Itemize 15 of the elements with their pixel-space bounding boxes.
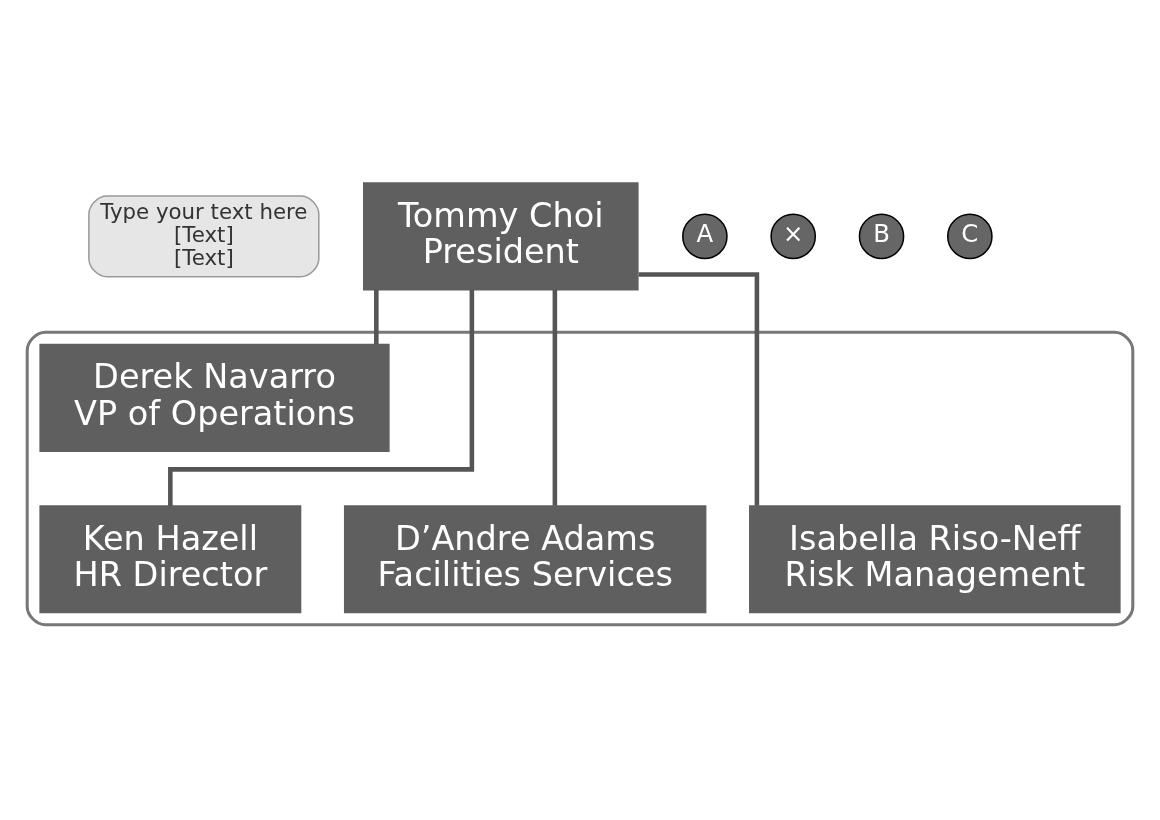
connector (374, 289, 379, 344)
node-box: Type your text here [Text] [Text] (88, 195, 320, 278)
node-box: Ken Hazell HR Director (39, 505, 302, 614)
node-box: Derek Navarro VP of Operations (39, 343, 390, 452)
connector (638, 272, 760, 506)
label: × (782, 219, 804, 249)
label: C (961, 219, 979, 249)
connector (168, 289, 475, 506)
node-box: D’Andre Adams Facilities Services (343, 505, 707, 614)
connector (552, 289, 558, 506)
cluster (25, 330, 1135, 627)
label: A (696, 219, 714, 249)
node-box: Tommy Choi President (363, 182, 639, 291)
label: B (873, 219, 890, 249)
node-box: Isabella Riso-Neff Risk Management (749, 505, 1121, 614)
